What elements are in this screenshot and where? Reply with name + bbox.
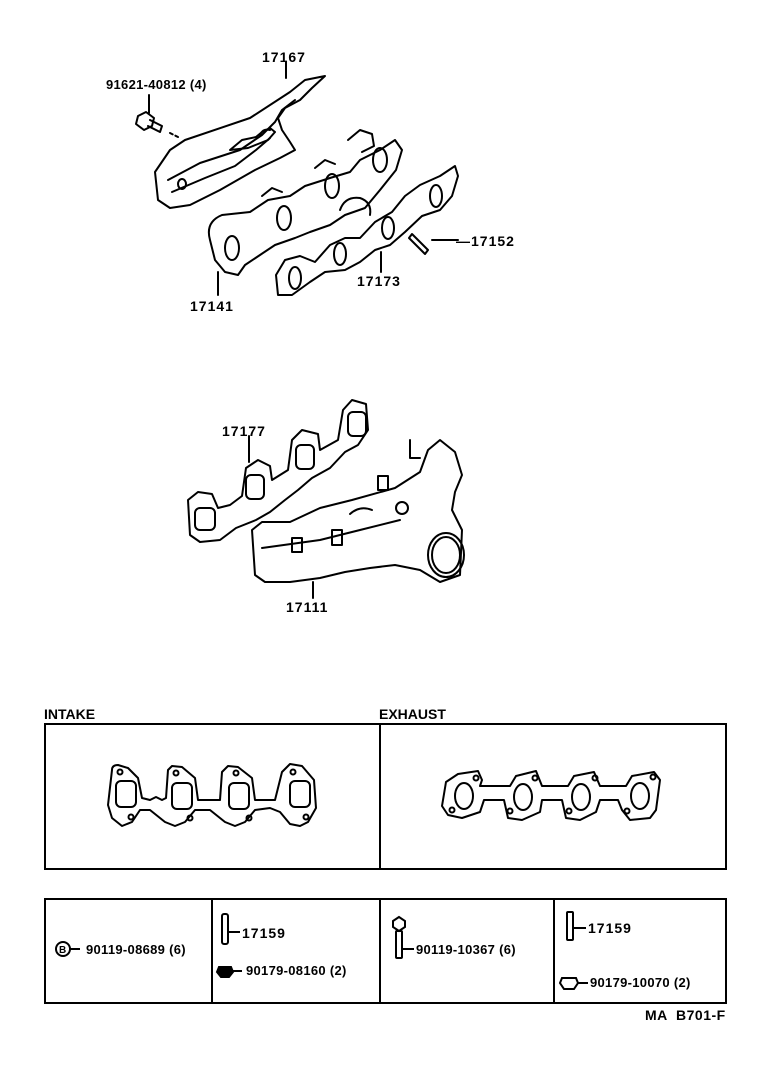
- nut-icon: [217, 967, 242, 977]
- exhaust-gasket-17173: [276, 166, 458, 295]
- stud-icon: [567, 912, 586, 940]
- part-label-91621-40812: 91621-40812 (4): [106, 77, 207, 92]
- exhaust-manifold-17141: [209, 130, 402, 295]
- intake-panel-title: INTAKE: [44, 706, 96, 722]
- heat-insulator-17167: [155, 62, 325, 208]
- fastener-90179-08160: 90179-08160 (2): [246, 963, 347, 978]
- fastener-90119-10367: 90119-10367 (6): [416, 942, 516, 957]
- part-label-17167: 17167: [262, 49, 306, 65]
- stud-icon: [222, 914, 240, 944]
- bolt-91621-40812-icon: [136, 95, 178, 137]
- intake-manifold-17111: [252, 440, 464, 598]
- fastener-17159-left: 17159: [242, 925, 286, 941]
- fastener-17159-right: 17159: [588, 920, 632, 936]
- svg-text:B: B: [59, 945, 66, 956]
- figure-code: MA B701-F: [645, 1007, 726, 1023]
- stud-17152-icon: [409, 234, 458, 254]
- part-label-17141: 17141: [190, 298, 234, 314]
- exhaust-gasket-illustration: [442, 771, 660, 820]
- fastener-90119-08689: 90119-08689 (6): [86, 942, 186, 957]
- part-label-17173: 17173: [357, 273, 401, 289]
- part-label-17152: —17152: [456, 233, 515, 249]
- fastener-table: [44, 898, 727, 1004]
- table-divider: [379, 900, 381, 1002]
- gasket-panels: [44, 723, 727, 870]
- fastener-90179-10070: 90179-10070 (2): [590, 975, 691, 990]
- b-circle-icon: B: [56, 942, 80, 956]
- intake-gasket-illustration: [108, 764, 316, 826]
- part-label-17111: 17111: [286, 599, 329, 615]
- table-divider: [553, 900, 555, 1002]
- intake-gasket-17177: [188, 400, 368, 542]
- part-label-17177: 17177: [222, 423, 266, 439]
- bolt-icon: [393, 917, 414, 958]
- nut-icon: [560, 978, 588, 989]
- panel-divider: [379, 725, 381, 868]
- exhaust-panel-title: EXHAUST: [379, 706, 446, 722]
- parts-illustration: [0, 0, 760, 700]
- table-divider: [211, 900, 213, 1002]
